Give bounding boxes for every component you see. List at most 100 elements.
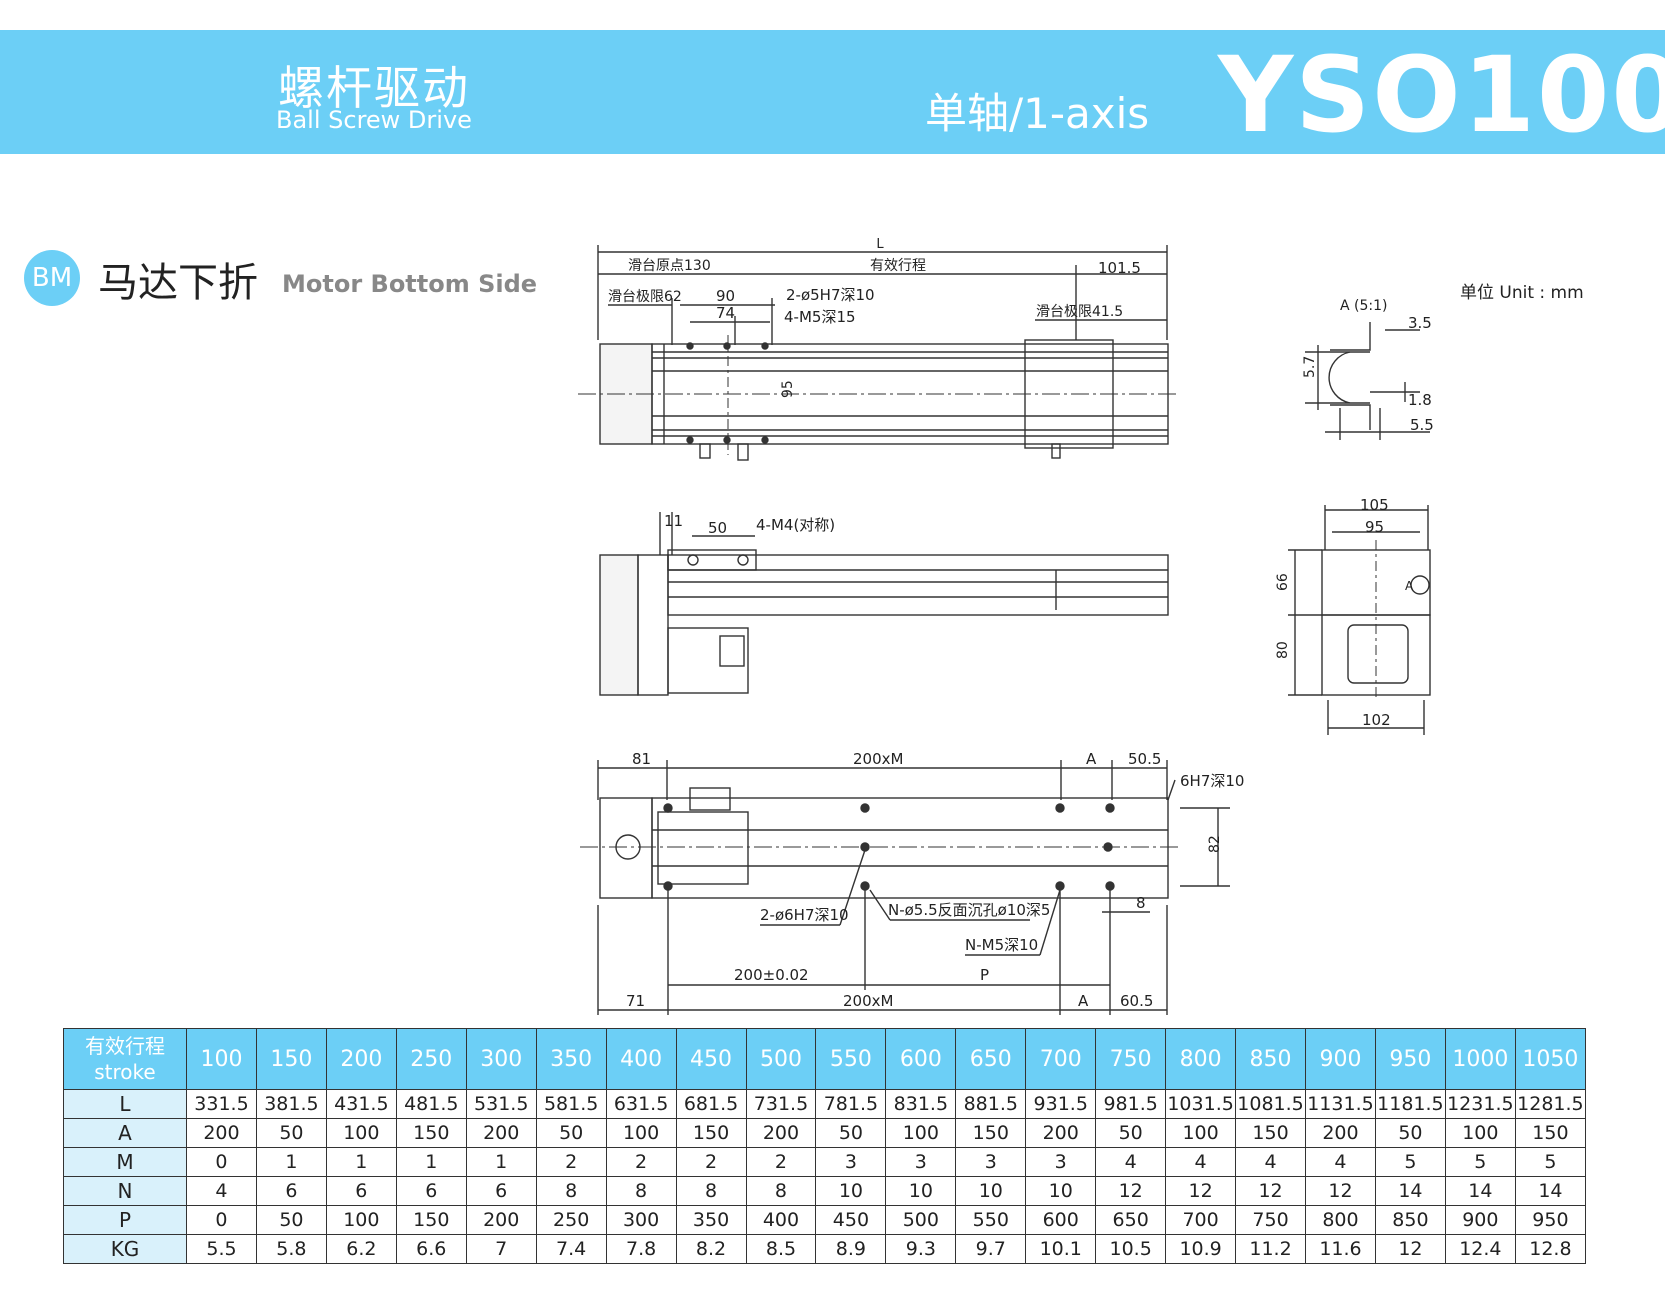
table-cell: 8.2	[675, 1234, 747, 1264]
table-cell: 12.8	[1514, 1234, 1587, 1264]
detail-view-a: A (5:1) 3.5 5.7 1.8 5.5	[1302, 298, 1434, 440]
table-cell: 50	[535, 1118, 607, 1148]
row-label: A	[63, 1118, 187, 1148]
table-cell: 100	[1165, 1118, 1237, 1148]
table-cell: 6	[395, 1176, 467, 1206]
detail-title: A (5:1)	[1340, 298, 1387, 314]
table-cell: 631.5	[605, 1089, 677, 1119]
table-cell: 1231.5	[1444, 1089, 1516, 1119]
table-cell: 250	[535, 1205, 607, 1235]
table-cell: 650	[1095, 1205, 1167, 1235]
dim-stroke: 有效行程	[870, 258, 926, 274]
side-dim-11: 11	[664, 512, 683, 530]
dim-95: 95	[780, 380, 796, 398]
hole-m5: 4-M5深15	[784, 308, 856, 326]
table-cell: 10	[1025, 1176, 1097, 1206]
header-stroke-value: 200	[325, 1028, 397, 1090]
table-cell: 10.1	[1025, 1234, 1097, 1264]
header-stroke-cn: 有效行程	[85, 1034, 165, 1058]
bottom-dim-200-tol: 200±0.02	[734, 966, 809, 984]
table-cell: 200	[1305, 1118, 1376, 1148]
table-cell: 731.5	[745, 1089, 817, 1119]
table-cell: 6.6	[395, 1234, 467, 1264]
header-stroke: 有效行程 stroke	[63, 1028, 187, 1090]
table-cell: 150	[395, 1118, 467, 1148]
table-cell: 5.8	[255, 1234, 327, 1264]
table-cell: 200	[465, 1118, 537, 1148]
dim-74: 74	[716, 304, 735, 322]
side-view: 11 50 4-M4(对称)	[599, 512, 1169, 696]
header-stroke-value: 500	[745, 1028, 817, 1090]
bottom-dim-8: 8	[1136, 894, 1146, 912]
table-cell: 200	[465, 1205, 537, 1235]
table-cell: 3	[955, 1147, 1027, 1177]
bottom-hole-6h7-2: 2-ø6H7深10	[760, 906, 849, 924]
table-cell: 100	[1444, 1118, 1516, 1148]
header-stroke-value: 800	[1165, 1028, 1237, 1090]
table-cell: 1031.5	[1165, 1089, 1237, 1119]
bottom-dim-a: A	[1086, 750, 1097, 768]
bottom-dim-200xm-2: 200xM	[843, 992, 893, 1010]
header-banner: 螺杆驱动 Ball Screw Drive 单轴/1-axis YSO100	[0, 30, 1665, 156]
table-cell: 5	[1514, 1147, 1587, 1177]
header-stroke-value: 700	[1025, 1028, 1097, 1090]
bottom-dim-a-2: A	[1078, 992, 1089, 1010]
table-cell: 50	[815, 1118, 887, 1148]
table-cell: 3	[885, 1147, 957, 1177]
section-badge: BM	[24, 250, 80, 306]
table-cell: 2	[535, 1147, 607, 1177]
table-cell: 50	[1095, 1118, 1167, 1148]
bottom-dim-60-5: 60.5	[1120, 992, 1153, 1010]
end-dim-80: 80	[1275, 641, 1291, 659]
table-cell: 8	[605, 1176, 677, 1206]
table-cell: 881.5	[955, 1089, 1027, 1119]
table-cell: 8	[535, 1176, 607, 1206]
table-cell: 200	[745, 1118, 817, 1148]
table-cell: 1181.5	[1374, 1089, 1446, 1119]
table-cell: 3	[1025, 1147, 1097, 1177]
table-cell: 7.8	[605, 1234, 677, 1264]
table-cell: 1	[255, 1147, 327, 1177]
table-cell: 5	[1444, 1147, 1516, 1177]
table-cell: 931.5	[1025, 1089, 1097, 1119]
header-stroke-value: 100	[186, 1028, 257, 1090]
bottom-hole-n: N-ø5.5反面沉孔ø10深5	[888, 901, 1050, 919]
table-cell: 6	[465, 1176, 537, 1206]
table-cell: 4	[1095, 1147, 1167, 1177]
dim-limit-right: 滑台极限41.5	[1036, 303, 1123, 320]
table-cell: 12	[1095, 1176, 1167, 1206]
table-cell: 12	[1235, 1176, 1306, 1206]
banner-title-en: Ball Screw Drive	[276, 106, 472, 134]
table-cell: 100	[325, 1205, 397, 1235]
table-cell: 850	[1374, 1205, 1446, 1235]
table-cell: 400	[745, 1205, 817, 1235]
table-cell: 550	[955, 1205, 1027, 1235]
table-cell: 1131.5	[1305, 1089, 1376, 1119]
table-cell: 4	[1235, 1147, 1306, 1177]
table-cell: 4	[1305, 1147, 1376, 1177]
table-cell: 600	[1025, 1205, 1097, 1235]
bottom-dim-71: 71	[626, 992, 645, 1010]
end-mark-a: A	[1405, 579, 1414, 593]
table-cell: 150	[1514, 1118, 1587, 1148]
table-cell: 14	[1514, 1176, 1587, 1206]
table-cell: 150	[675, 1118, 747, 1148]
bottom-dim-50-5: 50.5	[1128, 750, 1161, 768]
header-stroke-value: 150	[255, 1028, 327, 1090]
table-cell: 10.9	[1165, 1234, 1237, 1264]
header-stroke-value: 400	[605, 1028, 677, 1090]
dim-limit-left: 滑台极限62	[608, 288, 682, 305]
section-title-en: Motor Bottom Side	[282, 270, 538, 298]
table-cell: 8	[675, 1176, 747, 1206]
table-cell: 531.5	[465, 1089, 537, 1119]
table-cell: 8	[745, 1176, 817, 1206]
table-cell: 8.5	[745, 1234, 817, 1264]
detail-5-5: 5.5	[1410, 416, 1434, 434]
table-cell: 50	[1374, 1118, 1446, 1148]
table-cell: 700	[1165, 1205, 1237, 1235]
